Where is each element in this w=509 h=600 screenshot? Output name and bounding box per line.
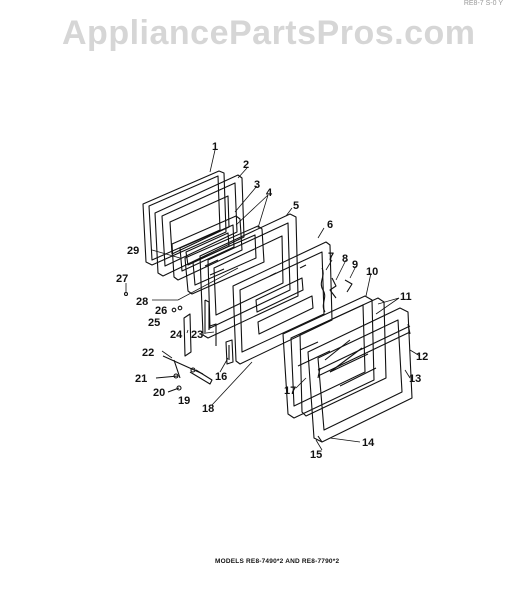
callout-5: 5 (293, 200, 299, 212)
callout-22: 22 (142, 347, 154, 359)
callout-17: 17 (284, 385, 296, 397)
part-20-washer (167, 385, 182, 393)
models-caption: MODELS RE8-7490*2 AND RE8-7790*2 (215, 558, 340, 565)
callout-10: 10 (366, 266, 378, 278)
part-25-26-screws (171, 305, 183, 313)
callout-16: 16 (215, 371, 227, 383)
callout-19: 19 (178, 395, 190, 407)
callout-23: 23 (191, 329, 203, 341)
callout-2: 2 (243, 159, 249, 171)
callout-24: 24 (170, 329, 183, 341)
part-8-spring (329, 277, 337, 299)
callout-4: 4 (266, 187, 273, 199)
part-27-fastener (123, 291, 129, 297)
part-6-inner-panel (232, 241, 333, 365)
callout-7: 7 (328, 251, 334, 263)
site-watermark: AppliancePartsPros.com (62, 14, 476, 52)
part-4-glass (184, 225, 265, 295)
part-24-hinge-arm (183, 313, 192, 357)
callout-15: 15 (310, 449, 322, 461)
part-13-outer-frame (307, 307, 413, 443)
callout-8: 8 (342, 253, 348, 265)
part-22-hinge-pin (162, 355, 204, 379)
part-21-screw (155, 373, 179, 379)
callout-29: 29 (127, 245, 139, 257)
callout-1: 1 (212, 141, 218, 153)
part-1-outer-panel (142, 170, 227, 266)
leader-lines (125, 149, 421, 451)
part-16-hinge (225, 339, 234, 365)
part-9-clip (344, 279, 353, 293)
callout-18: 18 (202, 403, 214, 415)
part-14-bottom-trim (317, 435, 323, 443)
callout-11: 11 (400, 291, 412, 303)
callout-13: 13 (409, 373, 421, 385)
callout-9: 9 (352, 259, 358, 271)
part-19-hinge-lever (189, 369, 213, 385)
callout-26: 26 (155, 305, 167, 317)
callout-12: 12 (416, 351, 428, 363)
callout-25: 25 (148, 317, 160, 329)
callout-20: 20 (153, 387, 165, 399)
callout-21: 21 (135, 373, 147, 385)
part-7-bracket (320, 267, 326, 313)
callout-14: 14 (362, 437, 375, 449)
part-12-door-handle (317, 323, 411, 379)
part-5-inner-door (199, 213, 299, 339)
part-23-hinge-bracket (209, 323, 217, 346)
corner-reference: RE8-7 S-0 Y (463, 0, 503, 7)
callout-6: 6 (327, 219, 333, 231)
callout-27: 27 (116, 273, 128, 285)
callout-3: 3 (254, 179, 260, 191)
callout-28: 28 (136, 296, 148, 308)
